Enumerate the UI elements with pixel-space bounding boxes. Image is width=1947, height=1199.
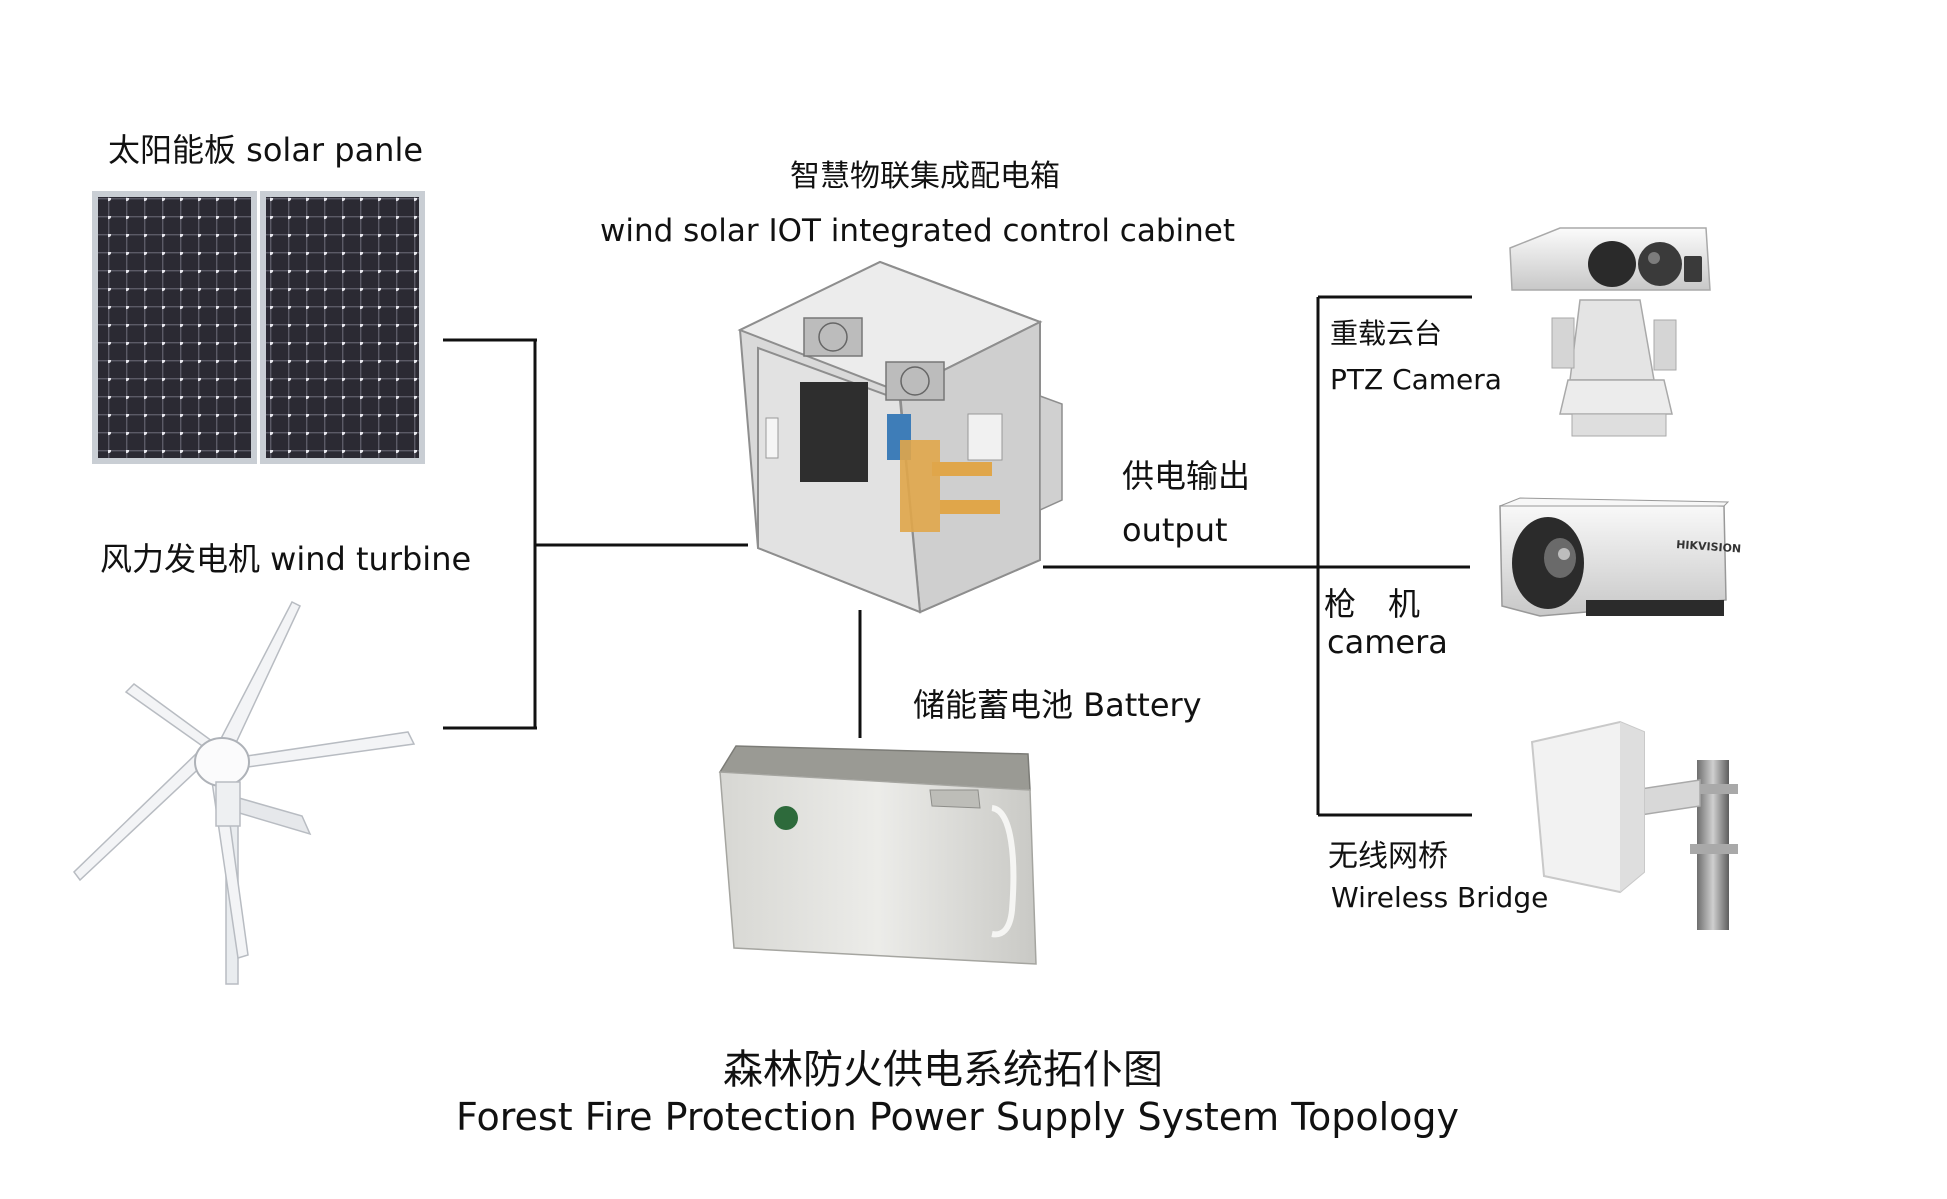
diagram-title-en: Forest Fire Protection Power Supply Syst…: [456, 1095, 1460, 1139]
camera-brand-text: HIKVISION: [1676, 538, 1742, 556]
wireless-bridge-icon: [1530, 720, 1738, 930]
ptz-camera-label-cn: 重载云台: [1330, 317, 1443, 350]
camera-label-cn: 枪 机: [1324, 585, 1421, 623]
output-label-en: output: [1122, 511, 1228, 549]
cabinet-label-en: wind solar IOT integrated control cabine…: [600, 213, 1235, 249]
cabinet-label-cn: 智慧物联集成配电箱: [790, 159, 1060, 194]
wireless-bridge-label-en: Wireless Bridge: [1331, 881, 1549, 914]
wireless-bridge-label-cn: 无线网桥: [1328, 839, 1448, 874]
solar-panel-label: 太阳能板 solar panle: [108, 131, 424, 169]
ptz-camera-icon: [1509, 227, 1711, 437]
wind-turbine-icon: [73, 600, 416, 985]
diagram-title-cn: 森林防火供电系统拓仆图: [723, 1047, 1163, 1093]
camera-label-en: camera: [1327, 623, 1448, 661]
output-label-cn: 供电输出: [1122, 457, 1251, 495]
connection-lines: [443, 295, 1472, 817]
battery-icon: [718, 745, 1037, 965]
control-cabinet-icon: [737, 260, 1063, 614]
bullet-camera-icon: HIKVISION: [1499, 497, 1742, 617]
ptz-camera-label-en: PTZ Camera: [1330, 363, 1502, 396]
solar-panel-icon: [92, 191, 425, 464]
wind-turbine-label: 风力发电机 wind turbine: [100, 540, 472, 578]
battery-label: 储能蓄电池 Battery: [913, 686, 1202, 724]
